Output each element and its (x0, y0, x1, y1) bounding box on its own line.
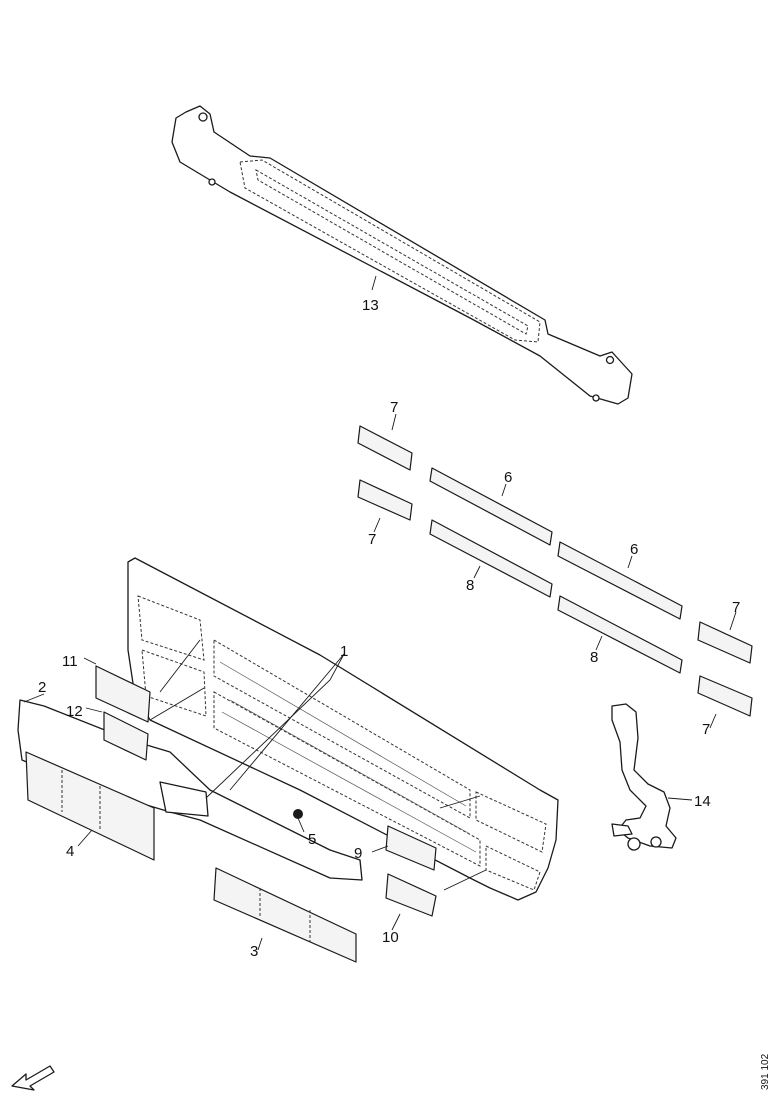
part-5-clip (293, 809, 303, 819)
part-9-insert (385, 825, 437, 871)
callout-6-right: 6 (630, 541, 638, 558)
callout-9: 9 (354, 845, 362, 862)
callout-7-mid-left: 7 (368, 531, 376, 548)
part-13-upper-bar (171, 105, 633, 405)
arrow-icon (11, 1065, 55, 1091)
part-4-lower-left-panel (25, 751, 155, 861)
part-12-insert (103, 711, 149, 761)
part-10-insert (385, 873, 437, 917)
part-8-strip-right (557, 595, 683, 674)
callout-13: 13 (362, 297, 379, 314)
part-7-plate-bottom-right (697, 675, 753, 717)
callout-7-top-right: 7 (732, 599, 740, 616)
part-6-strip-left (429, 467, 553, 546)
part-7-plate-mid-left (357, 479, 413, 521)
callout-1: 1 (340, 643, 348, 660)
callout-7-bottom-right: 7 (702, 721, 710, 738)
callout-3: 3 (250, 943, 258, 960)
callout-5: 5 (308, 831, 316, 848)
part-7-plate-top-left (357, 425, 413, 471)
part-11-insert (95, 665, 151, 723)
callout-4: 4 (66, 843, 74, 860)
part-14-bracket (611, 703, 677, 851)
callout-11: 11 (62, 653, 78, 670)
part-7-plate-top-right (697, 621, 753, 664)
part-3-lower-center-panel (213, 867, 357, 963)
part-1-grille-frame (127, 557, 559, 901)
part-6-strip-right (557, 541, 683, 620)
part-8-strip-left (429, 519, 553, 598)
callout-7-top-left: 7 (390, 399, 398, 416)
callout-8-right: 8 (590, 649, 598, 666)
callout-10: 10 (382, 929, 399, 946)
callout-8-left: 8 (466, 577, 474, 594)
callout-12: 12 (66, 703, 83, 720)
leader-lines (23, 275, 737, 951)
callout-2: 2 (38, 679, 46, 696)
callout-14: 14 (694, 793, 711, 810)
drawing-reference: 391 102 (760, 1053, 771, 1090)
callout-6-left: 6 (504, 469, 512, 486)
